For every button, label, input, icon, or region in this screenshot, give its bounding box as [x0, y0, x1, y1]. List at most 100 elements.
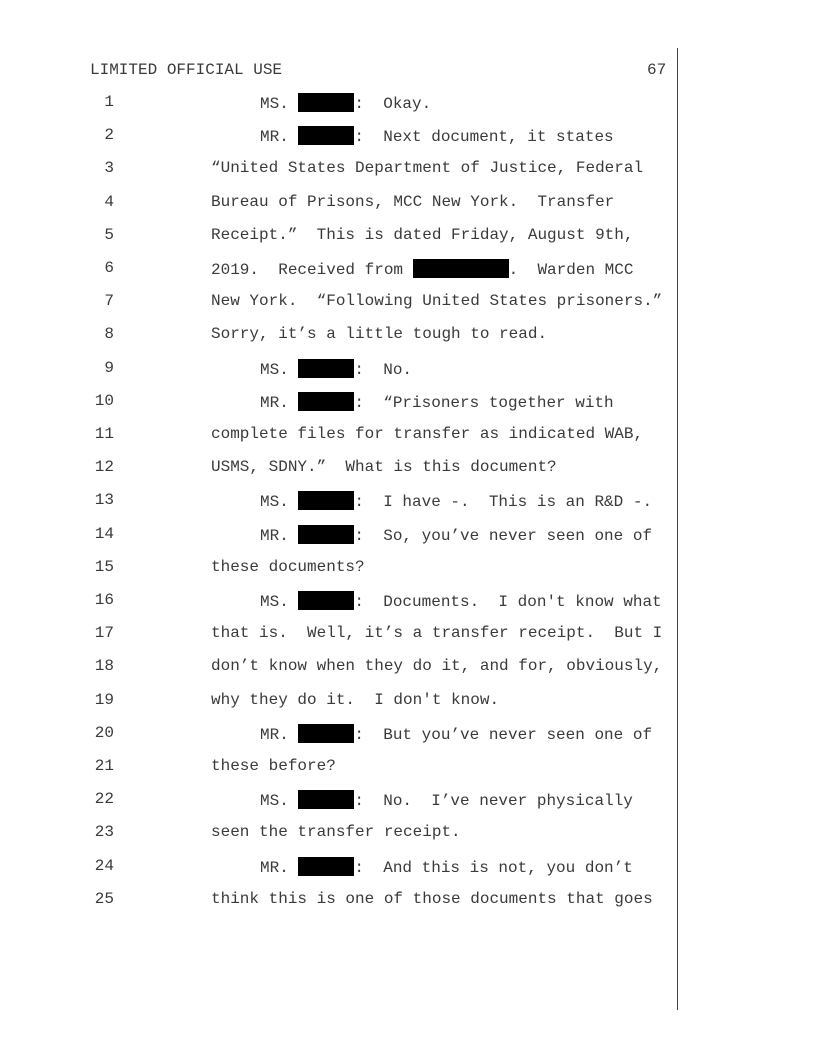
page-number: 67	[647, 61, 667, 79]
text-segment: MS.	[260, 792, 299, 811]
line-text: 2019. Received from . Warden MCC	[211, 259, 633, 279]
text-segment: USMS, SDNY.” What is this document?	[211, 458, 557, 477]
text-segment: : Next document, it states	[354, 128, 614, 147]
redaction-box	[298, 723, 355, 743]
transcript-line: 23 seen the transfer receipt.	[0, 823, 670, 843]
line-text: MS. : No. I’ve never physically	[260, 790, 633, 810]
line-number: 13	[94, 491, 114, 510]
text-segment: New York. “Following United States priso…	[211, 292, 663, 311]
transcript-line: 13 MS. : I have -. This is an R&D -.	[0, 491, 670, 511]
line-text: think this is one of those documents tha…	[211, 890, 653, 908]
line-number: 4	[104, 192, 114, 211]
redaction-box	[298, 391, 355, 411]
text-segment: seen the transfer receipt.	[211, 823, 461, 842]
line-number: 9	[104, 358, 114, 377]
transcript-line: 22 MS. : No. I’ve never physically	[0, 790, 670, 810]
transcript-line: 5 Receipt.” This is dated Friday, August …	[0, 226, 670, 246]
line-number: 5	[104, 225, 114, 244]
line-text: New York. “Following United States priso…	[211, 292, 662, 310]
line-text: don’t know when they do it, and for, obv…	[211, 657, 662, 675]
line-number: 25	[94, 889, 114, 908]
text-segment: : So, you’ve never seen one of	[354, 526, 653, 545]
text-segment: Sorry, it’s a little tough to read.	[211, 325, 548, 344]
transcript-line: 7 New York. “Following United States pris…	[0, 292, 670, 312]
redaction-box	[298, 358, 355, 378]
transcript-line: 15 these documents?	[0, 558, 670, 578]
line-number: 11	[94, 425, 114, 443]
text-segment: MR.	[260, 725, 299, 744]
text-segment: MS.	[260, 95, 299, 113]
transcript-line: 8 Sorry, it’s a little tough to read.	[0, 325, 670, 345]
line-text: these before?	[211, 757, 336, 775]
text-segment: : No. I’ve never physically	[354, 792, 633, 811]
text-segment: “United States Department of Justice, Fe…	[211, 159, 644, 178]
line-text: Bureau of Prisons, MCC New York. Transfe…	[211, 193, 614, 211]
text-segment: : And this is not, you don’t	[354, 858, 633, 877]
text-segment: why they do it. I don't know.	[211, 690, 500, 709]
line-number: 7	[104, 292, 114, 311]
line-text: why they do it. I don't know.	[211, 691, 499, 709]
text-segment: : Okay.	[354, 95, 432, 113]
redaction-box	[298, 491, 355, 511]
line-text: USMS, SDNY.” What is this document?	[211, 458, 557, 476]
text-segment: : “Prisoners together with	[354, 393, 614, 412]
line-number: 1	[104, 93, 114, 111]
line-number: 8	[104, 325, 114, 344]
line-number: 14	[94, 524, 114, 543]
redaction-box	[298, 126, 355, 146]
text-segment: Receipt.” This is dated Friday, August 9…	[211, 225, 634, 244]
redaction-box	[298, 93, 355, 112]
text-segment: these documents?	[211, 557, 365, 576]
transcript-line: 20 MR. : But you’ve never seen one of	[0, 723, 670, 744]
text-segment: MR.	[260, 526, 299, 545]
transcript-line: 14 MR. : So, you’ve never seen one of	[0, 524, 670, 545]
text-segment: : I have -. This is an R&D -.	[354, 493, 653, 512]
margin-rule	[677, 48, 678, 1010]
line-text: “United States Department of Justice, Fe…	[211, 159, 643, 177]
transcript-line: 25 think this is one of those documents t…	[0, 890, 670, 910]
text-segment: don’t know when they do it, and for, obv…	[211, 657, 663, 676]
text-segment: these before?	[211, 757, 336, 775]
line-number: 22	[94, 790, 114, 809]
redaction-box	[298, 790, 355, 810]
transcript-line: 2 MR. : Next document, it states	[0, 126, 670, 146]
text-segment: : But you’ve never seen one of	[354, 725, 653, 744]
redaction-box	[298, 591, 355, 610]
line-number: 24	[94, 856, 114, 875]
line-text: MR. : Next document, it states	[260, 126, 614, 146]
redaction-box	[298, 524, 355, 544]
line-number: 20	[94, 723, 114, 742]
line-text: MS. : I have -. This is an R&D -.	[260, 491, 652, 511]
transcript-line: 11 complete files for transfer as indicat…	[0, 425, 670, 445]
text-segment: think this is one of those documents tha…	[211, 889, 653, 908]
text-segment: MS.	[260, 593, 299, 611]
line-text: MR. : But you’ve never seen one of	[260, 723, 653, 744]
classification-header: LIMITED OFFICIAL USE	[90, 61, 283, 79]
line-number: 15	[94, 557, 114, 576]
text-segment: that is. Well, it’s a transfer receipt. …	[211, 624, 663, 643]
text-segment: 2019. Received from	[211, 261, 413, 279]
text-segment: MR.	[260, 128, 299, 147]
line-text: MS. : Documents. I don't know what	[260, 591, 662, 611]
redaction-box	[412, 259, 509, 278]
transcript-line: 17 that is. Well, it’s a transfer receipt…	[0, 624, 670, 644]
transcript-line: 4 Bureau of Prisons, MCC New York. Transf…	[0, 193, 670, 213]
line-number: 10	[94, 391, 114, 410]
transcript-line: 3“United States Department of Justice, F…	[0, 159, 670, 179]
line-text: Sorry, it’s a little tough to read.	[211, 325, 547, 343]
line-number: 17	[94, 624, 114, 643]
line-text: these documents?	[211, 558, 365, 576]
line-text: complete files for transfer as indicated…	[211, 425, 643, 443]
line-number: 23	[94, 823, 114, 842]
line-number: 2	[104, 126, 114, 145]
line-text: Receipt.” This is dated Friday, August 9…	[211, 226, 633, 244]
